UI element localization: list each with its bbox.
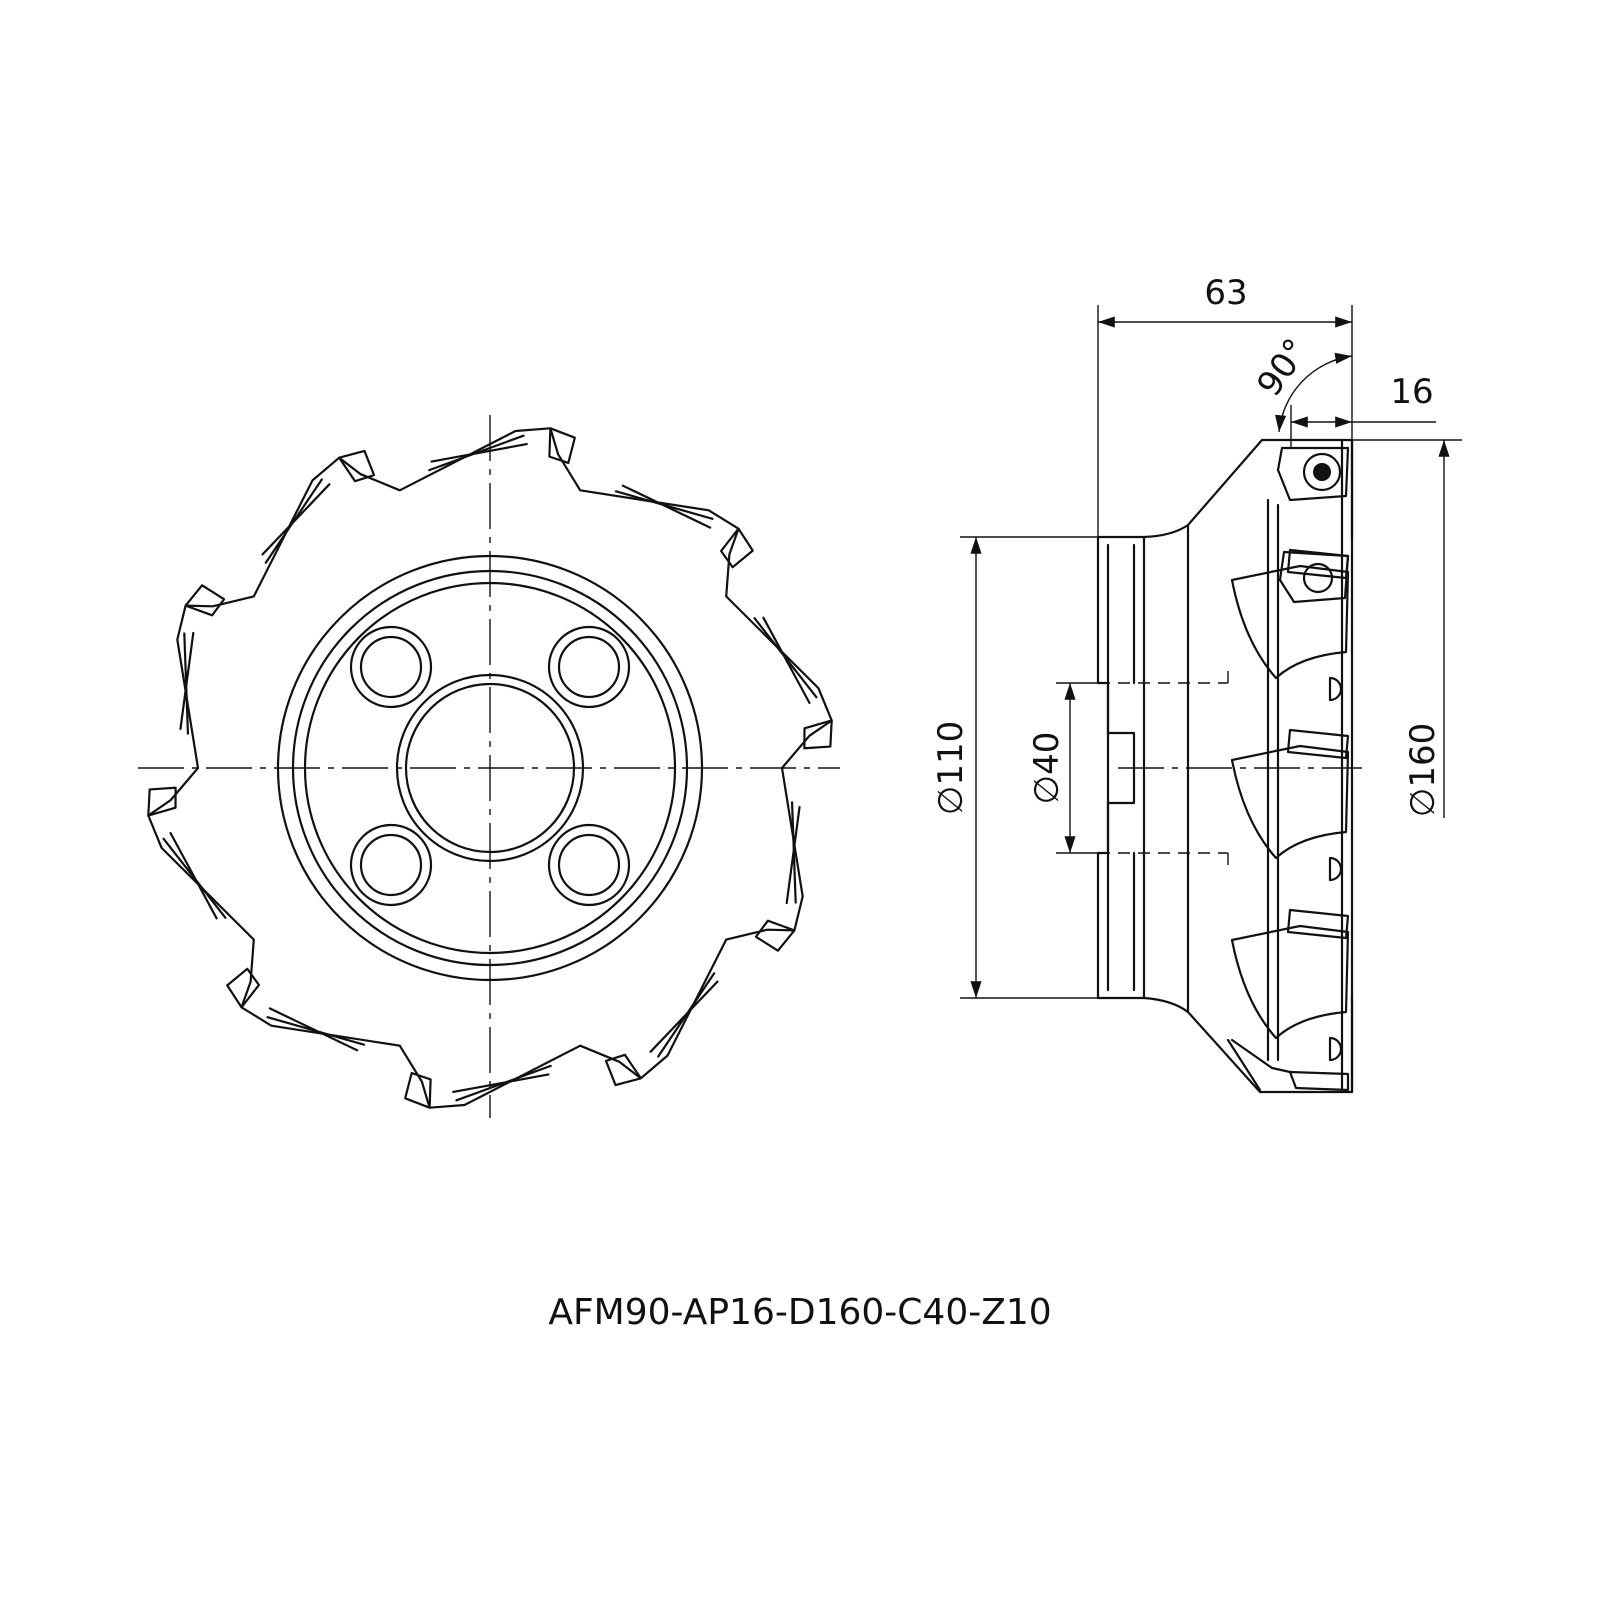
side-view xyxy=(1096,438,1362,1094)
tooth-insert xyxy=(803,719,833,750)
tooth-flute xyxy=(428,434,528,472)
tooth-insert xyxy=(404,1072,432,1109)
body-ring-circle xyxy=(291,569,689,967)
model-code-text: AFM90-AP16-D160-C40-Z10 xyxy=(548,1292,1052,1333)
tooth-insert xyxy=(184,584,226,617)
insert-edge xyxy=(1286,908,1350,940)
tooth-flute xyxy=(261,478,331,564)
tooth-flute xyxy=(179,631,195,735)
body-inner-circle xyxy=(303,581,677,955)
tooth-flute xyxy=(649,972,719,1058)
body-outer-circle xyxy=(276,554,704,982)
bottom-insert xyxy=(1288,1070,1350,1092)
mounting-hole xyxy=(547,625,631,709)
body-flare-bottom xyxy=(1142,993,1354,1094)
tooth-insert xyxy=(719,527,754,569)
cutter-teeth xyxy=(147,427,833,1109)
angle-arc xyxy=(1275,352,1353,433)
bore-diameter-label: ∅40 xyxy=(1027,732,1067,805)
model-code-caption: AFM90-AP16-D160-C40-Z10 xyxy=(0,1292,1600,1333)
tooth-flute xyxy=(266,1007,366,1052)
tooth-insert xyxy=(548,427,576,464)
max-depth-label: 16 xyxy=(1390,372,1433,412)
insert-pocket xyxy=(1230,564,1350,680)
tooth-flute xyxy=(614,484,714,529)
approach-angle-label: 90° xyxy=(1249,332,1316,404)
overall-length-label: 63 xyxy=(1204,273,1247,313)
tooth-flute xyxy=(452,1064,552,1102)
tooth-flute xyxy=(162,832,227,920)
coolant-hole xyxy=(1328,1036,1343,1062)
second-insert xyxy=(1278,550,1350,604)
tooth-insert xyxy=(754,919,796,952)
tooth-insert xyxy=(604,1053,642,1087)
mounting-hole xyxy=(349,823,433,907)
top-insert xyxy=(1276,446,1350,502)
coolant-hole xyxy=(1328,856,1343,882)
insert-pockets xyxy=(1226,548,1350,1092)
tooth-insert xyxy=(226,967,261,1009)
insert-edge xyxy=(1286,728,1350,760)
body-flare-top xyxy=(1142,438,1354,542)
body-diameter-label: ∅110 xyxy=(931,721,971,816)
tooth-flute xyxy=(753,616,818,704)
insert-pocket xyxy=(1230,924,1350,1040)
insert-pocket xyxy=(1230,744,1350,860)
coolant-hole xyxy=(1328,676,1343,702)
tooth-flute xyxy=(785,801,801,905)
cutter-diameter-label: ∅160 xyxy=(1403,723,1443,818)
front-view xyxy=(138,415,840,1118)
bottom-pocket xyxy=(1226,1038,1292,1092)
tooth-insert xyxy=(338,449,376,483)
bore-outer-circle xyxy=(395,673,585,863)
mounting-hole xyxy=(349,625,433,709)
tooth-insert xyxy=(147,786,177,817)
cutter-outline xyxy=(147,427,833,1109)
dimensions: 63 90° 16 ∅160 ∅110 ∅40 xyxy=(931,273,1462,999)
mounting-hole xyxy=(547,823,631,907)
bore-inner-circle xyxy=(404,682,576,854)
